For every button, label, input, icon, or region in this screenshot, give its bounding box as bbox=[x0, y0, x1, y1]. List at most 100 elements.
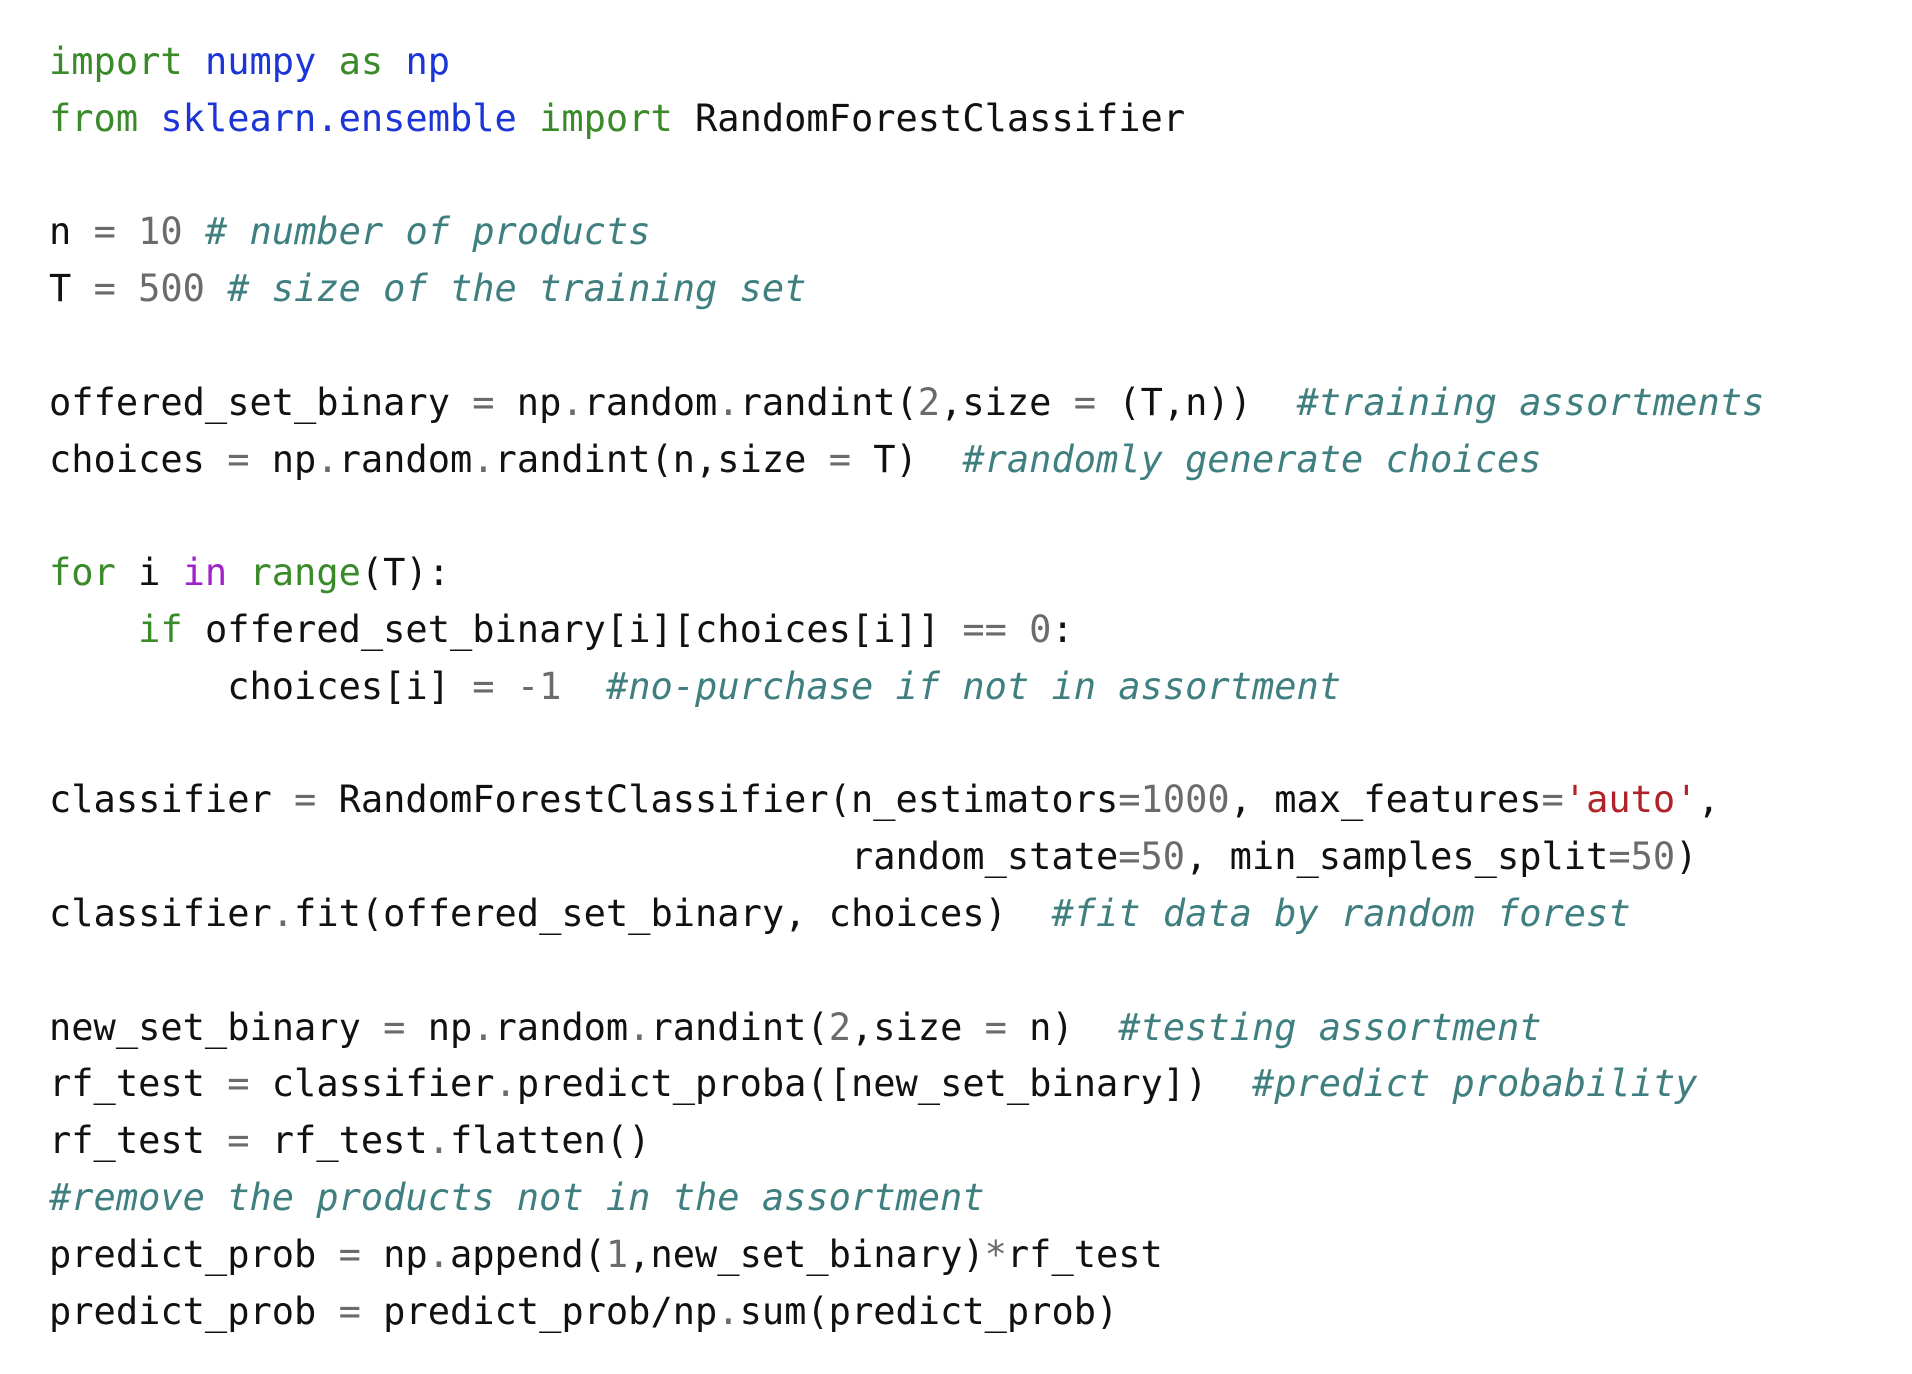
code-text: predict_proba([new_set_binary]) bbox=[516, 1062, 1252, 1106]
code-text: randint(n,size bbox=[494, 437, 829, 481]
code-line: classifier = RandomForestClassifier(n_es… bbox=[49, 772, 1764, 829]
code-text bbox=[116, 210, 138, 253]
operator-token: = bbox=[1118, 835, 1141, 879]
code-line: n = 10 # number of products bbox=[49, 204, 1764, 261]
code-text: i bbox=[115, 551, 183, 595]
comment-token: # size of the training set bbox=[227, 267, 807, 311]
operator-token: = bbox=[1073, 380, 1097, 424]
operator-token: * bbox=[984, 1232, 1007, 1276]
number-token: 50 bbox=[1140, 835, 1186, 879]
number-token: 2 bbox=[917, 380, 941, 424]
number-token: -1 bbox=[516, 664, 562, 708]
code-text: , bbox=[1697, 778, 1720, 822]
dot-token: . bbox=[494, 1062, 517, 1106]
code-line: classifier.fit(offered_set_binary, choic… bbox=[49, 886, 1764, 943]
code-line: T = 500 # size of the training set bbox=[49, 261, 1764, 318]
code-line bbox=[49, 148, 1764, 205]
code-text: randint( bbox=[650, 1005, 829, 1049]
code-line: choices = np.random.randint(n,size = T) … bbox=[49, 432, 1764, 489]
builtin-token: range bbox=[249, 551, 361, 595]
code-text: offered_set_binary[i][choices[i]] bbox=[182, 607, 963, 651]
operator-token: = bbox=[338, 1232, 361, 1276]
code-text: flatten() bbox=[450, 1119, 651, 1163]
code-text: predict_prob bbox=[49, 1232, 339, 1276]
code-line: for i in range(T): bbox=[49, 545, 1764, 602]
code-text bbox=[183, 40, 205, 83]
code-text bbox=[49, 608, 138, 651]
code-line bbox=[49, 716, 1764, 773]
code-text: classifier bbox=[49, 891, 272, 935]
code-text: classifier bbox=[249, 1062, 495, 1106]
comment-token: #randomly generate choices bbox=[962, 437, 1542, 481]
code-text: random_state bbox=[49, 835, 1119, 879]
code-text: : bbox=[1051, 607, 1074, 651]
operator-token: = bbox=[338, 1289, 361, 1333]
code-text bbox=[495, 665, 517, 708]
code-line: predict_prob = np.append(1,new_set_binar… bbox=[49, 1227, 1764, 1284]
comment-token: #fit data by random forest bbox=[1051, 891, 1631, 935]
code-text: rf_test bbox=[49, 1119, 228, 1163]
dot-token: . bbox=[717, 380, 740, 424]
operator-token: = bbox=[472, 664, 495, 708]
code-text: sum(predict_prob) bbox=[739, 1289, 1119, 1333]
dot-token: . bbox=[427, 1232, 450, 1276]
code-text: rf_test bbox=[1006, 1232, 1163, 1276]
code-text: predict_prob bbox=[49, 1289, 339, 1333]
code-line: predict_prob = predict_prob/np.sum(predi… bbox=[49, 1284, 1764, 1341]
code-text: random bbox=[338, 437, 473, 481]
dot-token: . bbox=[316, 437, 339, 481]
code-text bbox=[116, 267, 138, 310]
number-token: 1000 bbox=[1140, 778, 1230, 822]
code-text bbox=[517, 97, 539, 140]
code-text: (T,n)) bbox=[1096, 380, 1297, 424]
code-text: random bbox=[494, 1005, 629, 1049]
operator-token: = bbox=[227, 1119, 250, 1163]
number-token: 50 bbox=[1630, 835, 1676, 879]
code-text: random bbox=[583, 380, 718, 424]
code-line: random_state=50, min_samples_split=50) bbox=[49, 829, 1764, 886]
comment-token: #remove the products not in the assortme… bbox=[49, 1175, 985, 1219]
comment-token: #testing assortment bbox=[1118, 1005, 1542, 1049]
operator-token: = bbox=[93, 267, 116, 311]
code-text: append( bbox=[449, 1232, 606, 1276]
code-text bbox=[183, 210, 205, 253]
dot-token: . bbox=[472, 1005, 495, 1049]
code-text bbox=[383, 40, 405, 83]
dot-token: . bbox=[472, 437, 495, 481]
code-line: rf_test = rf_test.flatten() bbox=[49, 1113, 1764, 1170]
operator-token: = bbox=[1118, 778, 1141, 822]
module-token: sklearn.ensemble bbox=[160, 96, 517, 140]
code-text: rf_test bbox=[49, 1062, 228, 1106]
code-text: rf_test bbox=[249, 1119, 428, 1163]
operator-token: = bbox=[227, 437, 250, 481]
operator-token: = bbox=[472, 380, 495, 424]
code-text bbox=[1007, 608, 1029, 651]
code-text: T bbox=[49, 267, 94, 311]
code-text: (T): bbox=[360, 551, 450, 595]
code-text: choices bbox=[49, 437, 228, 481]
comment-token: #training assortments bbox=[1296, 380, 1765, 424]
code-text: ) bbox=[1675, 835, 1698, 879]
dot-token: . bbox=[561, 380, 584, 424]
code-line: from sklearn.ensemble import RandomFores… bbox=[49, 91, 1764, 148]
code-text: ,new_set_binary) bbox=[628, 1232, 985, 1276]
dot-token: . bbox=[717, 1289, 740, 1333]
operator-token: = bbox=[828, 437, 851, 481]
code-line: choices[i] = -1 #no-purchase if not in a… bbox=[49, 659, 1764, 716]
operator-token: = bbox=[1608, 835, 1631, 879]
code-text: ,size bbox=[940, 380, 1074, 424]
comment-token: # number of products bbox=[204, 210, 651, 254]
operator-token: = bbox=[93, 210, 116, 254]
operator-token: = bbox=[1541, 778, 1564, 822]
code-text: randint( bbox=[739, 380, 918, 424]
dot-token: . bbox=[271, 891, 295, 935]
code-line: rf_test = classifier.predict_proba([new_… bbox=[49, 1056, 1764, 1113]
code-text: choices[i] bbox=[49, 664, 473, 708]
code-line: import numpy as np bbox=[49, 34, 1764, 91]
module-token: numpy bbox=[204, 40, 317, 83]
operator-token: = bbox=[383, 1005, 406, 1049]
operator-token: = bbox=[227, 1062, 250, 1106]
code-text: , max_features bbox=[1229, 778, 1542, 822]
code-text: n bbox=[49, 210, 94, 254]
